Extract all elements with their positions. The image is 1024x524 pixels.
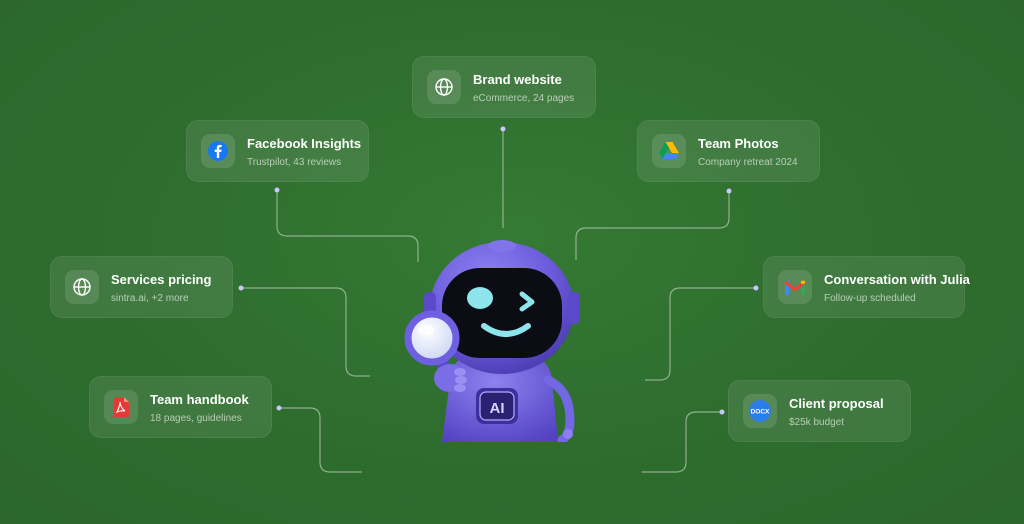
robot-wink: [519, 291, 535, 312]
card-subtitle: 18 pages, guidelines: [150, 413, 242, 424]
robot-smile: [481, 323, 531, 337]
card-subtitle: Company retreat 2024: [698, 157, 798, 168]
card-facebook-insights[interactable]: Facebook Insights Trustpilot, 43 reviews: [186, 120, 369, 182]
card-title: Team Photos: [698, 136, 779, 151]
robot-mascot: AI: [404, 240, 580, 442]
card-client-proposal[interactable]: DOCX Client proposal $25k budget: [728, 380, 911, 442]
card-team-photos[interactable]: Team Photos Company retreat 2024: [637, 120, 820, 182]
card-conversation-julia[interactable]: Conversation with Julia Follow-up schedu…: [763, 256, 970, 318]
connector-proposal: [642, 411, 722, 473]
connector-julia: [645, 287, 756, 381]
card-title: Client proposal: [789, 396, 884, 411]
docx-icon: DOCX: [743, 394, 777, 428]
card-title: Services pricing: [111, 272, 212, 287]
card-subtitle: eCommerce, 24 pages: [473, 93, 575, 104]
card-subtitle: $25k budget: [789, 417, 845, 428]
connector-handbook: [279, 407, 362, 473]
connector-facebook: [276, 190, 419, 262]
card-services-pricing[interactable]: Services pricing sintra.ai, +2 more: [50, 256, 233, 318]
robot-visor: [442, 268, 562, 358]
card-title: Team handbook: [150, 392, 249, 407]
card-title: Facebook Insights: [247, 136, 362, 151]
connector-photos: [575, 191, 730, 260]
pdf-icon: [104, 390, 138, 424]
robot-ai-badge: AI: [476, 388, 518, 424]
gmail-icon: [778, 270, 812, 304]
connector-pricing: [241, 287, 370, 377]
robot-eye: [467, 287, 493, 309]
globe-icon: [427, 70, 461, 104]
magnifier-icon: [404, 310, 467, 392]
card-title: Conversation with Julia: [824, 272, 970, 287]
card-team-handbook[interactable]: Team handbook 18 pages, guidelines: [89, 376, 272, 438]
docx-label: DOCX: [751, 409, 770, 416]
card-subtitle: Trustpilot, 43 reviews: [247, 157, 342, 168]
robot-badge-label: AI: [490, 400, 505, 417]
card-title: Brand website: [473, 72, 562, 87]
globe-icon: [65, 270, 99, 304]
card-brand-website[interactable]: Brand website eCommerce, 24 pages: [412, 56, 596, 118]
google-drive-icon: [652, 134, 686, 168]
card-subtitle: Follow-up scheduled: [824, 293, 916, 304]
facebook-icon: [201, 134, 235, 168]
card-subtitle: sintra.ai, +2 more: [111, 293, 189, 304]
